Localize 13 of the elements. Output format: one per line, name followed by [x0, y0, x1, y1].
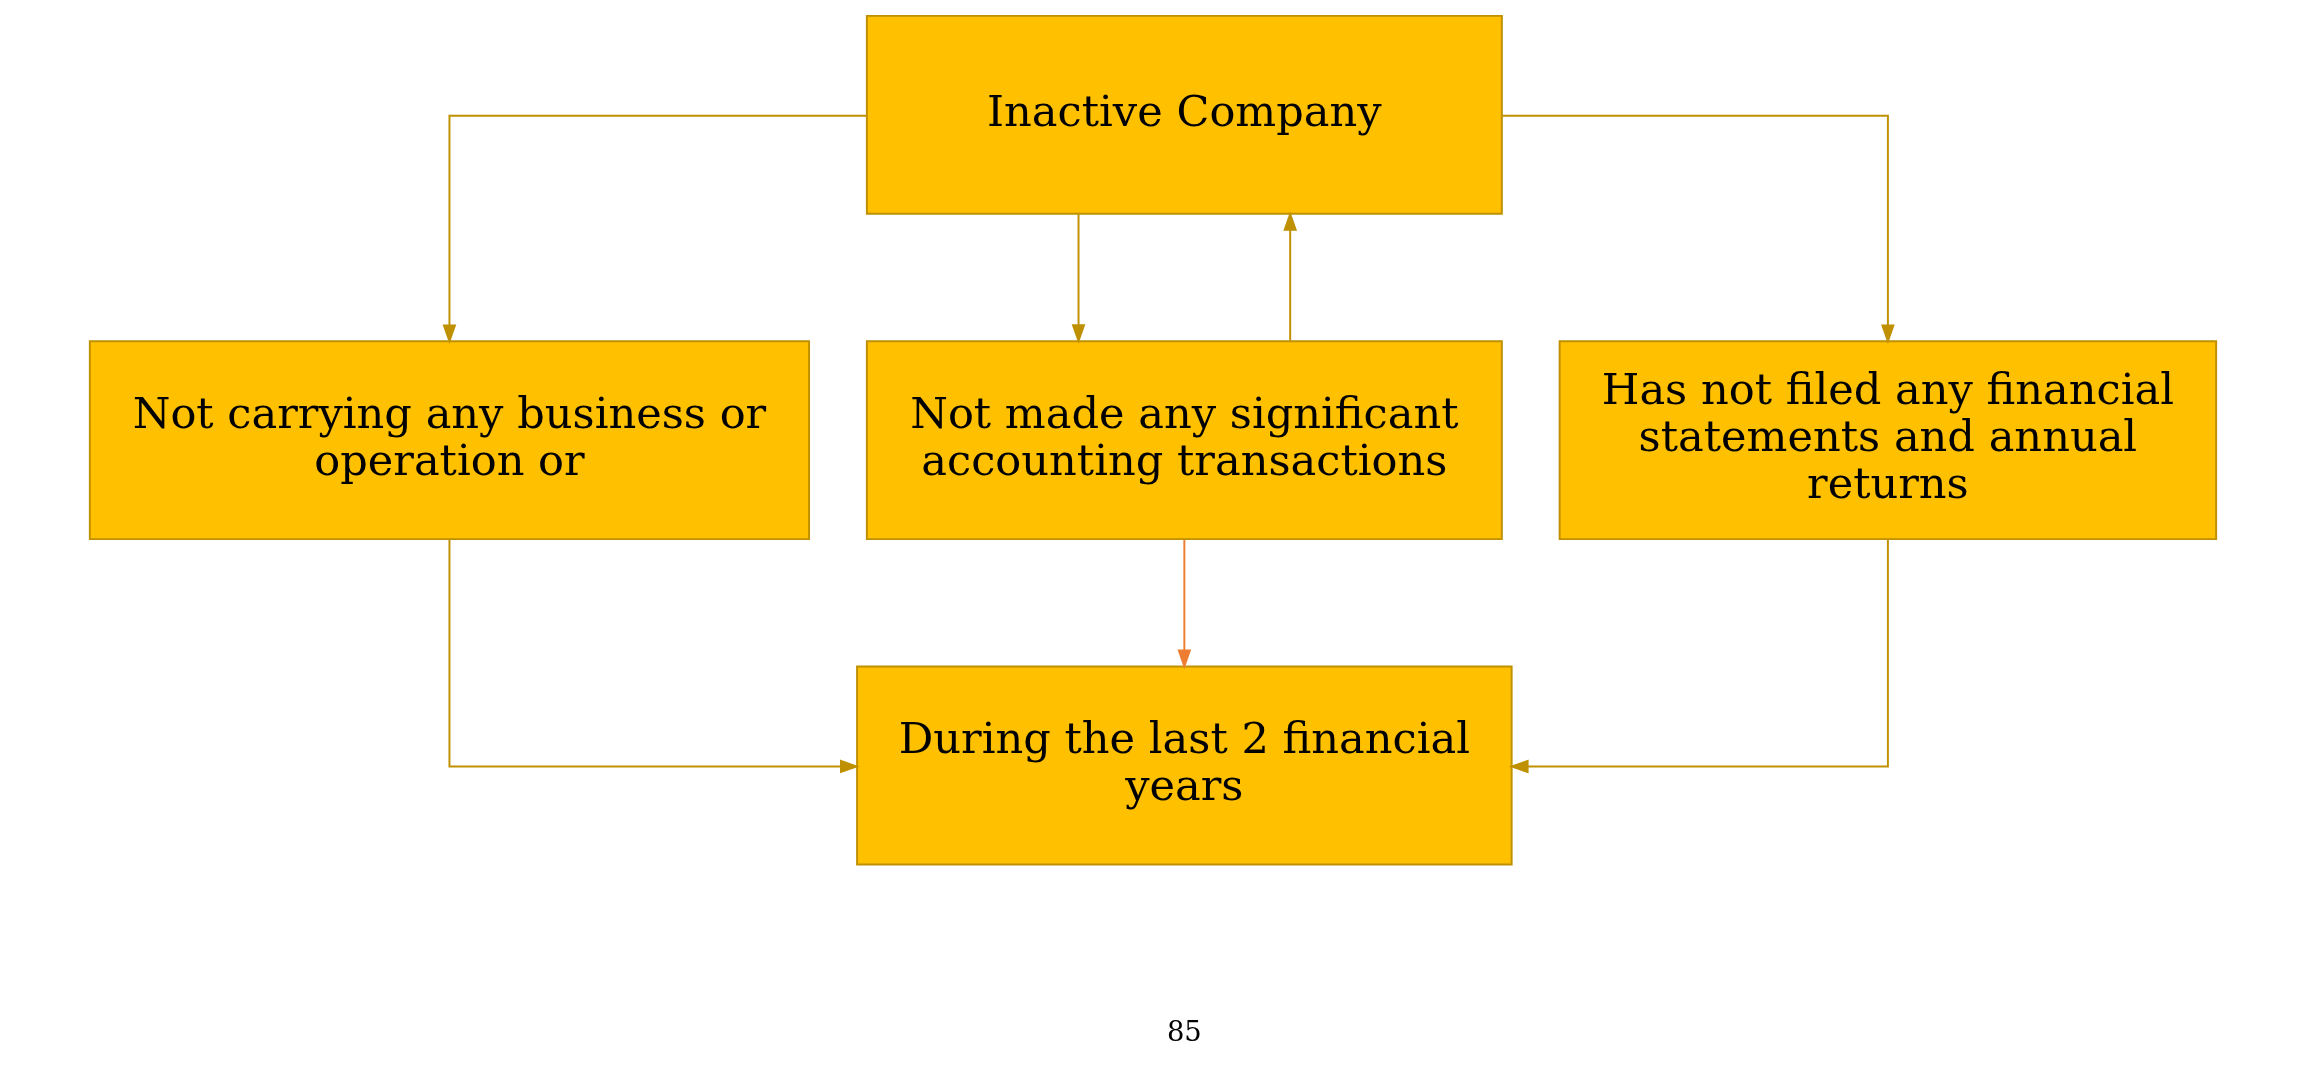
node-box: Inactive Company [865, 14, 1503, 215]
label: 85 [1166, 1016, 1202, 1048]
arrow [1508, 538, 1889, 774]
arrow [1177, 538, 1192, 670]
arrow [1283, 211, 1298, 342]
arrow [448, 538, 860, 774]
node-box: Has not filed any financial statements and annual returns [1558, 340, 2218, 541]
node-box: Not carrying any business or operation or [88, 340, 811, 541]
arrow [1071, 213, 1086, 344]
node-box: Not made any significant accounting transactions [865, 340, 1503, 541]
arrow [442, 114, 868, 345]
node-box: During the last 2 financial years [856, 665, 1513, 866]
arrow [1501, 114, 1895, 345]
